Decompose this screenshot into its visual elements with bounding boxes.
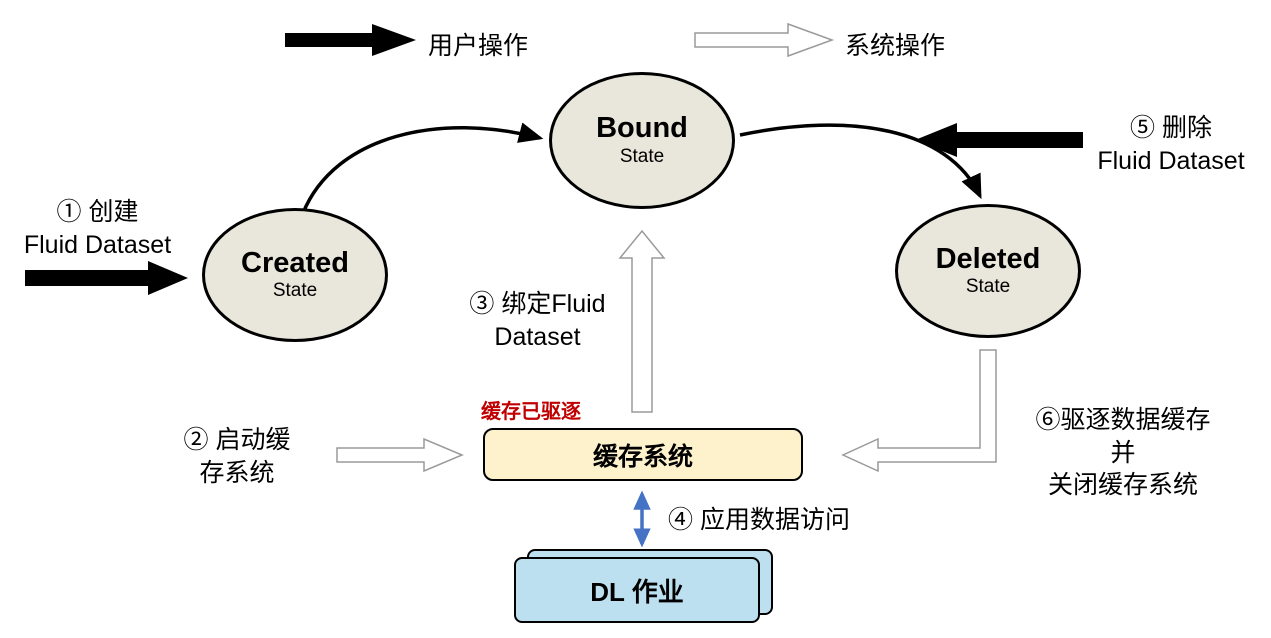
step6-label: ⑥驱逐数据缓存 并 关闭缓存系统 [1035,406,1211,499]
state-bound-subtitle: State [619,145,665,167]
state-created-subtitle: State [272,280,318,302]
cache-system-label: 缓存系统 [592,442,693,471]
dl-job-label: DL 作业 [590,576,684,607]
cache-system-box: 缓存系统 [483,428,803,481]
state-bound: Bound State [549,72,735,209]
step5-label: ⑤ 删除 Fluid Dataset [1097,114,1245,175]
arrow-create-dataset [25,261,188,295]
arrow-delete-dataset [915,123,1083,157]
cache-evicted-status: 缓存已驱逐 [481,401,581,423]
state-deleted: Deleted State [895,204,1081,338]
legend-user-arrow-icon [285,24,416,56]
step2-label: ② 启动缓 存系统 [183,426,291,487]
arrow-bound-to-deleted [739,123,982,200]
state-bound-title: Bound [596,112,688,145]
legend-system-arrow-icon [694,22,835,58]
step4-label: ④ 应用数据访问 [668,506,850,534]
state-created-title: Created [241,246,349,279]
state-deleted-title: Deleted [935,242,1041,275]
arrow-start-cache [336,437,464,473]
step3-label: ③ 绑定Fluid Dataset [469,290,606,351]
legend-user-op-label: 用户操作 [428,32,529,60]
dl-job-box: DL 作业 [514,557,760,623]
arrow-evict-cache [841,349,997,473]
state-deleted-subtitle: State [965,276,1011,298]
step1-label: ① 创建 Fluid Dataset [23,198,172,259]
arrow-created-to-bound [301,122,544,214]
state-created: Created State [202,208,388,342]
legend-system-op-label: 系统操作 [845,32,946,60]
